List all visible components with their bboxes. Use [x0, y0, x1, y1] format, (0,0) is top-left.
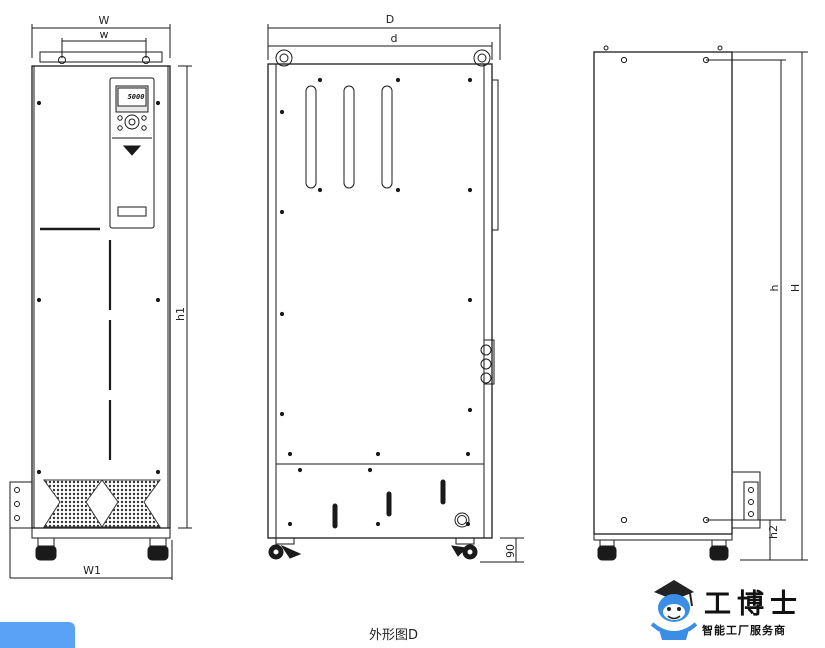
- logo-subtitle: 智能工厂服务商: [702, 624, 786, 637]
- label-w: w: [100, 28, 109, 41]
- label-W1: W1: [83, 564, 101, 577]
- front-view: [9, 24, 192, 580]
- label-d: d: [391, 32, 398, 45]
- label-h2: h2: [767, 525, 780, 539]
- side-view: [267, 24, 524, 563]
- dimension-labels: W w h1 W1 D d 90 h H h2: [83, 13, 802, 577]
- label-90: 90: [504, 544, 517, 558]
- label-h1: h1: [174, 307, 187, 321]
- label-D: D: [386, 13, 394, 26]
- side-tab-button[interactable]: [0, 622, 75, 648]
- label-H: H: [789, 284, 802, 292]
- keypad-display-readout: 5000: [127, 93, 145, 101]
- label-h: h: [768, 284, 781, 291]
- logo-title: 工博士: [704, 589, 803, 620]
- back-view: [593, 45, 808, 561]
- mascot-icon: [650, 580, 698, 640]
- figure-caption: 外形图D: [369, 628, 419, 643]
- brand-logo: 工博士 智能工厂服务商: [646, 574, 822, 644]
- label-W: W: [99, 14, 110, 27]
